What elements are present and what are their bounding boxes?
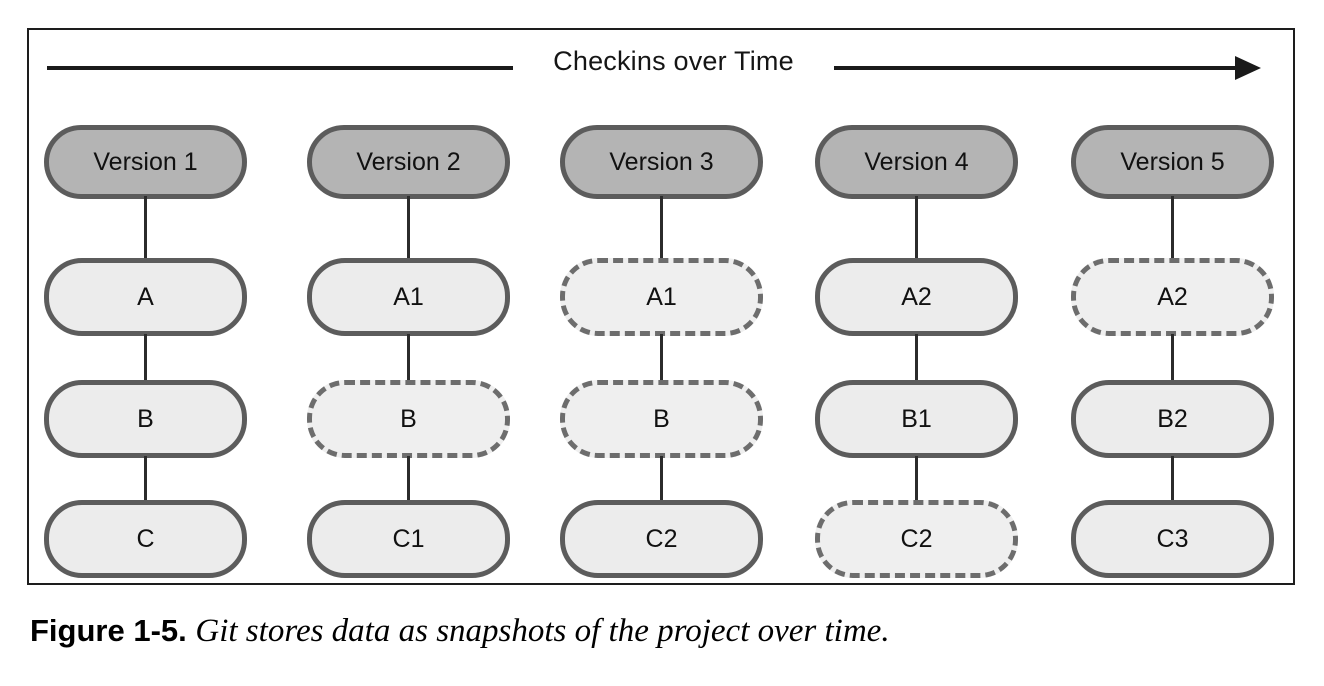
file-node-1-3[interactable]: C xyxy=(44,500,247,578)
version-header-3[interactable]: Version 3 xyxy=(560,125,763,199)
timeline-axis-line-left xyxy=(47,66,513,70)
connector-2-0 xyxy=(407,196,410,262)
file-node-5-1[interactable]: A2 xyxy=(1071,258,1274,336)
file-node-3-2[interactable]: B xyxy=(560,380,763,458)
connector-5-1 xyxy=(1171,334,1174,384)
connector-4-1 xyxy=(915,334,918,384)
figure-caption-text: Git stores data as snapshots of the proj… xyxy=(195,613,890,649)
file-node-2-1[interactable]: A1 xyxy=(307,258,510,336)
connector-3-2 xyxy=(660,456,663,504)
connector-5-0 xyxy=(1171,196,1174,262)
version-column-3: Version 3 A1 B C2 xyxy=(560,106,763,583)
connector-1-2 xyxy=(144,456,147,504)
file-node-4-3[interactable]: C2 xyxy=(815,500,1018,578)
file-node-4-2[interactable]: B1 xyxy=(815,380,1018,458)
version-header-2[interactable]: Version 2 xyxy=(307,125,510,199)
timeline-axis: Checkins over Time xyxy=(29,30,1293,106)
version-header-5[interactable]: Version 5 xyxy=(1071,125,1274,199)
file-node-2-3[interactable]: C1 xyxy=(307,500,510,578)
version-columns: Version 1 A B C Version 2 A1 B C1 Versio… xyxy=(29,106,1293,583)
connector-3-0 xyxy=(660,196,663,262)
connector-1-0 xyxy=(144,196,147,262)
timeline-axis-line-right xyxy=(834,66,1240,70)
connector-5-2 xyxy=(1171,456,1174,504)
version-column-4: Version 4 A2 B1 C2 xyxy=(815,106,1018,583)
connector-3-1 xyxy=(660,334,663,384)
figure-frame: Checkins over Time Version 1 A B C Versi… xyxy=(27,28,1295,585)
version-header-1[interactable]: Version 1 xyxy=(44,125,247,199)
connector-4-0 xyxy=(915,196,918,262)
file-node-5-2[interactable]: B2 xyxy=(1071,380,1274,458)
file-node-3-3[interactable]: C2 xyxy=(560,500,763,578)
file-node-3-1[interactable]: A1 xyxy=(560,258,763,336)
file-node-1-2[interactable]: B xyxy=(44,380,247,458)
connector-4-2 xyxy=(915,456,918,504)
file-node-1-1[interactable]: A xyxy=(44,258,247,336)
version-column-5: Version 5 A2 B2 C3 xyxy=(1071,106,1274,583)
version-header-4[interactable]: Version 4 xyxy=(815,125,1018,199)
timeline-label: Checkins over Time xyxy=(553,46,794,76)
version-column-1: Version 1 A B C xyxy=(44,106,247,583)
file-node-4-1[interactable]: A2 xyxy=(815,258,1018,336)
timeline-arrow-icon xyxy=(1235,56,1261,80)
file-node-5-3[interactable]: C3 xyxy=(1071,500,1274,578)
file-node-2-2[interactable]: B xyxy=(307,380,510,458)
connector-2-2 xyxy=(407,456,410,504)
connector-2-1 xyxy=(407,334,410,384)
figure-caption-number: Figure 1-5. xyxy=(30,613,187,648)
connector-1-1 xyxy=(144,334,147,384)
version-column-2: Version 2 A1 B C1 xyxy=(307,106,510,583)
figure-caption: Figure 1-5. Git stores data as snapshots… xyxy=(30,613,1300,650)
